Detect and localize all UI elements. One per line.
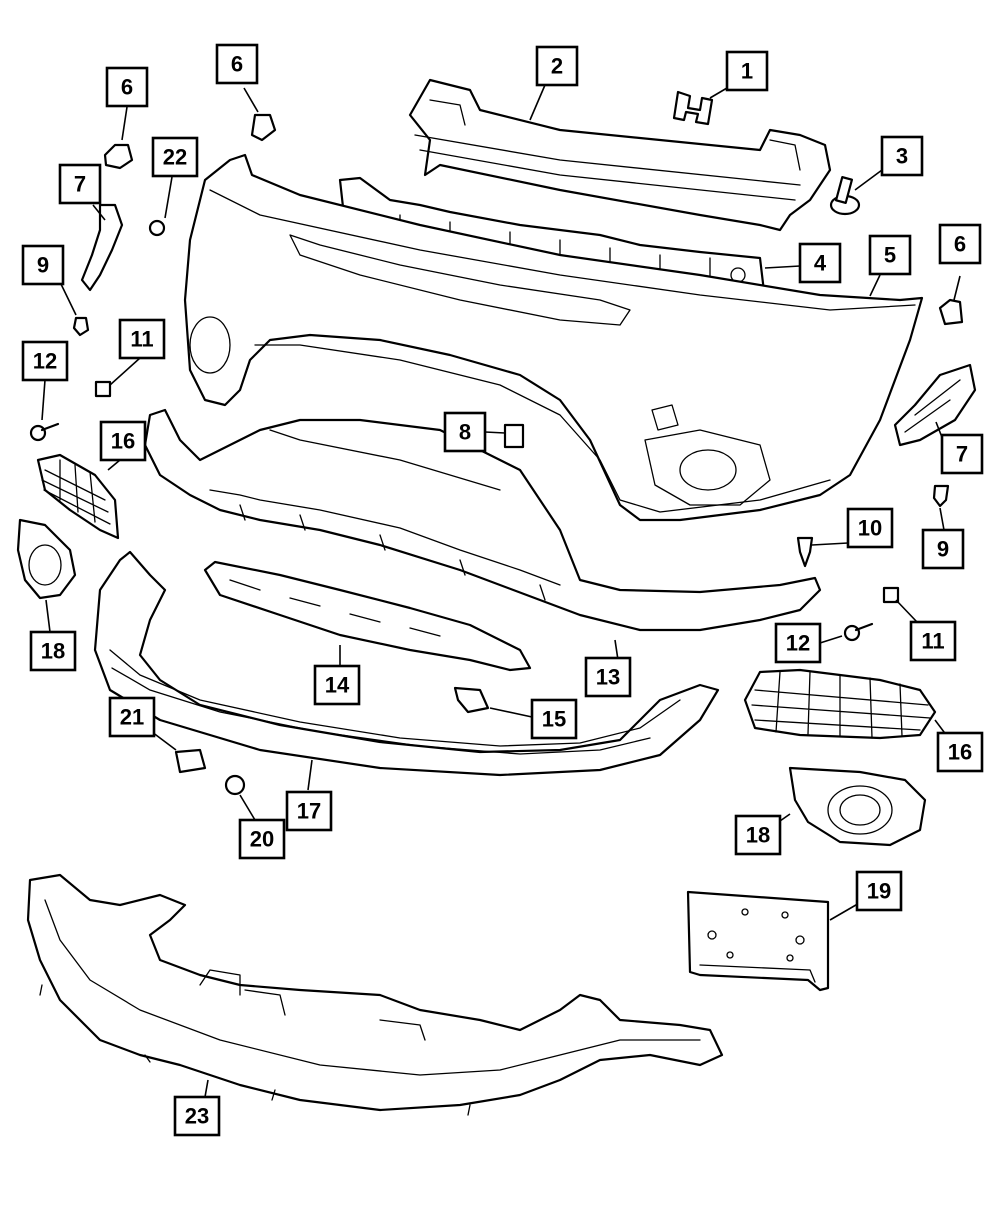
svg-text:5: 5 [884,243,896,268]
callout-13: 13 [584,656,632,698]
callout-4: 4 [798,242,842,284]
nut-11-left [94,380,112,398]
svg-text:12: 12 [33,349,57,374]
svg-text:6: 6 [231,52,243,77]
svg-text:11: 11 [921,629,944,654]
cover-8 [503,423,525,449]
tow-hook-cover-15 [453,686,490,714]
fog-grille-left [36,453,120,540]
fog-bezel-right [788,766,927,847]
svg-text:11: 11 [130,327,153,352]
bumper-reinforcement-beam [408,78,832,232]
svg-text:19: 19 [867,879,891,904]
svg-text:15: 15 [542,707,566,732]
svg-text:21: 21 [120,705,144,730]
svg-text:6: 6 [121,75,133,100]
svg-text:7: 7 [956,442,968,467]
callout-14: 14 [313,664,361,706]
lower-fascia [143,408,822,632]
callout-19: 19 [855,870,903,912]
callout-3: 3 [880,135,924,177]
svg-text:23: 23 [185,1104,209,1129]
nut-11-right [882,586,900,604]
callout-22: 22 [151,136,199,178]
fog-bezel-left [16,518,77,600]
svg-text:13: 13 [596,665,620,690]
callout-16-left: 16 [99,420,147,462]
callout-7-left: 7 [58,163,102,205]
svg-text:18: 18 [41,639,65,664]
belly-pan [26,873,724,1116]
callout-9-right: 9 [921,528,965,570]
svg-text:12: 12 [786,631,810,656]
screw-12-right [843,622,874,642]
push-pin-10 [796,536,814,568]
callout-9-left: 9 [21,244,65,286]
bumper-fascia [183,153,924,522]
fog-grille-right [743,668,937,740]
svg-text:3: 3 [896,144,908,169]
callout-18-left: 18 [29,630,77,672]
callout-10: 10 [846,507,894,549]
svg-text:18: 18 [746,823,770,848]
svg-text:9: 9 [937,537,949,562]
svg-text:1: 1 [741,59,753,84]
callout-6-center: 6 [215,43,259,85]
bracket-part-1 [672,90,714,126]
callout-11-right: 11 [909,620,957,662]
svg-text:8: 8 [459,420,471,445]
push-pin-20 [224,774,246,796]
callout-6-left: 6 [105,66,149,108]
svg-text:7: 7 [74,172,86,197]
callout-5: 5 [868,234,912,276]
callout-16-right: 16 [936,731,984,773]
svg-text:16: 16 [111,429,135,454]
lower-trim-strip [93,550,720,777]
svg-text:17: 17 [297,799,321,824]
side-bracket-right [893,363,977,447]
skid-plate-trim [203,560,532,672]
callout-11-left: 11 [118,318,166,360]
callout-12-left: 12 [21,340,69,382]
svg-text:22: 22 [163,145,187,170]
side-bracket-left [80,203,124,292]
push-pin-9-left [72,316,90,337]
callout-7-right: 7 [940,433,984,475]
callout-23: 23 [173,1095,221,1137]
callout-1: 1 [725,50,769,92]
push-pin-22 [148,219,166,237]
callout-12-right: 12 [774,622,822,664]
license-plate-bracket [686,890,830,992]
callout-17: 17 [285,790,333,832]
callout-8: 8 [443,411,487,453]
svg-text:4: 4 [814,251,827,276]
screw-12-left [29,422,60,442]
block-21 [174,748,207,774]
svg-text:2: 2 [551,54,563,79]
callout-6-right: 6 [938,223,982,265]
push-pin-9-right [932,484,950,508]
callout-20: 20 [238,818,286,860]
callout-21: 21 [108,696,156,738]
clip-6-left [103,143,134,170]
svg-text:14: 14 [325,673,350,698]
svg-text:10: 10 [858,516,882,541]
clip-6-center [250,113,277,142]
svg-text:16: 16 [948,740,972,765]
svg-text:9: 9 [37,253,49,278]
callout-2: 2 [535,45,579,87]
svg-text:6: 6 [954,232,966,257]
clip-6-right [938,298,964,326]
callout-15: 15 [530,698,578,740]
callout-18-right: 18 [734,814,782,856]
svg-text:20: 20 [250,827,274,852]
bolt-part-3 [829,176,861,216]
